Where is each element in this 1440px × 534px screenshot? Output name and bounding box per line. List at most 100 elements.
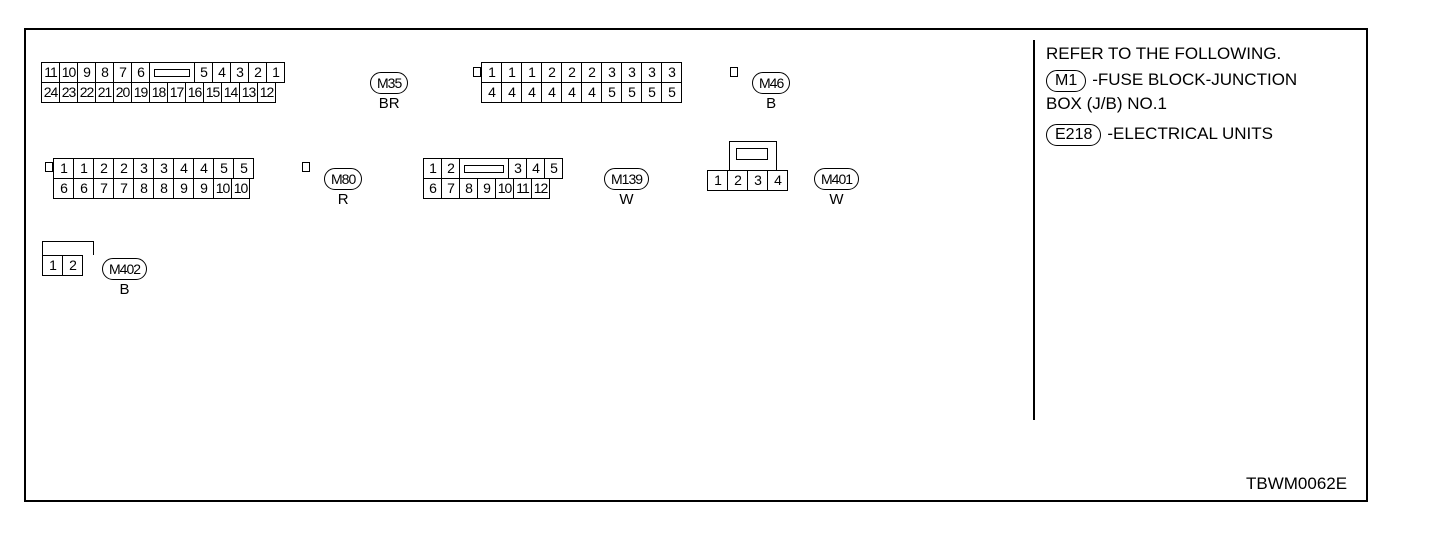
pin-cell: 4	[193, 158, 214, 179]
connector-color: W	[619, 191, 634, 208]
pin-cell: 1	[423, 158, 442, 179]
pin-cell: 18	[149, 82, 168, 103]
connector-code: M35	[370, 72, 409, 94]
connector-latch	[45, 162, 53, 172]
pin-cell: 1	[521, 62, 542, 83]
pin-cell: 5	[661, 82, 682, 103]
pin-cell: 3	[641, 62, 662, 83]
pin-cell: 2	[62, 255, 83, 276]
pin-cell: 5	[544, 158, 563, 179]
pin-cell: 7	[113, 62, 132, 83]
pin-cell: 1	[266, 62, 285, 83]
pin-cell: 3	[230, 62, 249, 83]
connector-latch	[302, 162, 310, 172]
pin-cell: 11	[41, 62, 60, 83]
pin-cell: 24	[41, 82, 60, 103]
pin-cell: 4	[212, 62, 231, 83]
pin-cell: 3	[133, 158, 154, 179]
pin-cell: 4	[581, 82, 602, 103]
pin-cell: 23	[59, 82, 78, 103]
pin-cell: 12	[257, 82, 276, 103]
connector-m80-tag: M80 R	[324, 168, 363, 208]
pin-cell: 14	[221, 82, 240, 103]
pin-cell: 3	[747, 170, 768, 191]
pin-cell: 9	[477, 178, 496, 199]
pin-cell: 1	[501, 62, 522, 83]
pin-cell: 10	[213, 178, 232, 199]
pin-cell: 9	[173, 178, 194, 199]
connector-color: W	[829, 191, 844, 208]
pin-cell: 4	[501, 82, 522, 103]
connector-key-slot	[459, 158, 509, 179]
pin-cell: 22	[77, 82, 96, 103]
legend-title: REFER TO THE FOLLOWING.	[1046, 44, 1282, 63]
legend-text: -FUSE BLOCK-JUNCTION	[1092, 70, 1298, 89]
connector-m46-tag: M46 B	[752, 72, 791, 112]
connector-color: R	[337, 191, 349, 208]
pin-cell: 11	[513, 178, 532, 199]
pin-cell: 1	[481, 62, 502, 83]
connector-housing-tab	[42, 241, 94, 255]
pin-cell: 2	[441, 158, 460, 179]
pin-cell: 8	[95, 62, 114, 83]
connector-key-slot	[149, 62, 195, 83]
connector-m402-tag: M402 B	[102, 258, 148, 298]
pin-cell: 6	[53, 178, 74, 199]
connector-latch	[473, 67, 481, 77]
pin-cell: 4	[173, 158, 194, 179]
diagram-frame	[24, 28, 1368, 502]
pin-cell: 1	[42, 255, 63, 276]
pin-cell: 17	[167, 82, 186, 103]
pin-cell: 2	[93, 158, 114, 179]
connector-code: M139	[604, 168, 650, 190]
connector-code: M401	[814, 168, 860, 190]
connector-housing-tab	[729, 141, 777, 171]
pin-cell: 6	[131, 62, 150, 83]
pin-cell: 4	[561, 82, 582, 103]
pin-cell: 4	[541, 82, 562, 103]
legend-divider	[1033, 40, 1035, 420]
legend: REFER TO THE FOLLOWING. M1 -FUSE BLOCK-JU…	[1046, 42, 1297, 146]
connector-code: M402	[102, 258, 148, 280]
pin-cell: 6	[73, 178, 94, 199]
pin-cell: 9	[193, 178, 214, 199]
pin-cell: 7	[113, 178, 134, 199]
pin-cell: 15	[203, 82, 222, 103]
legend-text: -ELECTRICAL UNITS	[1107, 124, 1273, 143]
pin-cell: 2	[248, 62, 267, 83]
connector-latch	[730, 67, 738, 77]
pin-cell: 12	[531, 178, 550, 199]
pin-cell: 5	[194, 62, 213, 83]
pin-cell: 3	[601, 62, 622, 83]
pin-cell: 1	[707, 170, 728, 191]
pin-cell: 3	[661, 62, 682, 83]
pin-cell: 16	[185, 82, 204, 103]
connector-m139-tag: M139 W	[604, 168, 650, 208]
connector-code: M46	[752, 72, 791, 94]
pin-cell: 4	[481, 82, 502, 103]
pin-cell: 10	[59, 62, 78, 83]
pin-cell: 8	[459, 178, 478, 199]
pin-cell: 4	[767, 170, 788, 191]
pin-cell: 3	[153, 158, 174, 179]
pin-cell: 8	[133, 178, 154, 199]
pin-cell: 1	[73, 158, 94, 179]
legend-item-2: E218 -ELECTRICAL UNITS	[1046, 122, 1297, 146]
pin-cell: 13	[239, 82, 258, 103]
legend-item-1-cont: BOX (J/B) NO.1	[1046, 94, 1167, 113]
pin-cell: 3	[621, 62, 642, 83]
pin-cell: 1	[53, 158, 74, 179]
figure-id: TBWM0062E	[1246, 474, 1348, 493]
pin-cell: 7	[441, 178, 460, 199]
legend-code: E218	[1046, 124, 1102, 146]
legend-code: M1	[1046, 70, 1087, 92]
pin-cell: 8	[153, 178, 174, 199]
pin-cell: 19	[131, 82, 150, 103]
pin-cell: 2	[113, 158, 134, 179]
pin-cell: 3	[508, 158, 527, 179]
